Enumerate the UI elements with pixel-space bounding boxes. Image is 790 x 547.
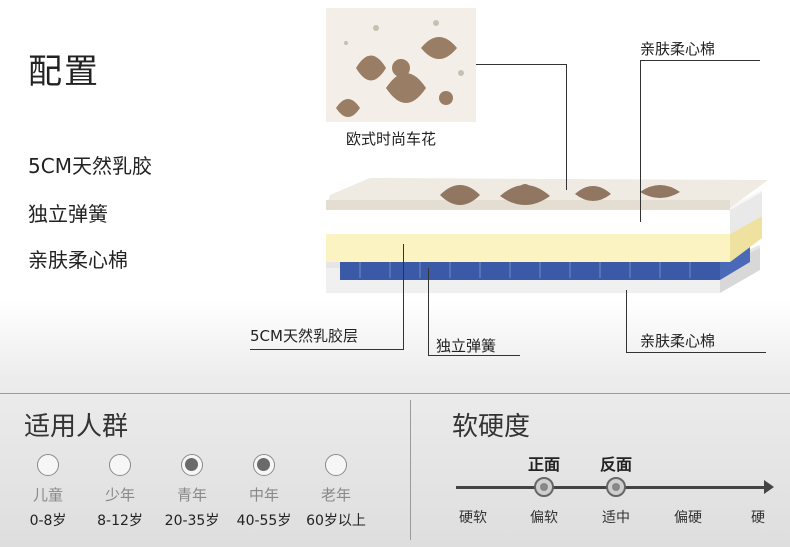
firmness-tick-label: 偏硬 <box>674 510 702 526</box>
fabric-top-layer <box>326 178 768 210</box>
fabric-swatch <box>326 8 476 122</box>
audience-range: 8-12岁 <box>97 513 143 529</box>
audience-range: 0-8岁 <box>29 513 67 529</box>
audience-name: 青年 <box>176 486 207 504</box>
firmness-heading: 软硬度 <box>452 412 531 442</box>
firmness-marker-0 <box>534 477 554 497</box>
audience-radio-0 <box>37 454 59 476</box>
audience-name: 中年 <box>248 486 279 504</box>
feature-cotton: 亲肤柔心棉 <box>28 248 128 272</box>
firmness-tick-label: 硬 <box>751 510 765 526</box>
firmness-tick-label: 适中 <box>602 510 630 526</box>
firmness-tick-label: 偏软 <box>530 510 558 526</box>
leader-springs-h <box>428 355 520 356</box>
audience-range: 20-35岁 <box>164 513 220 529</box>
audience-radio-4 <box>325 454 347 476</box>
callout-bottom-cotton: 亲肤柔心棉 <box>640 332 716 350</box>
audience-radio-3 <box>253 454 275 476</box>
audience-radio-2 <box>181 454 203 476</box>
firmness-marker-1 <box>606 477 626 497</box>
leader-top-cotton-h <box>640 60 760 61</box>
audience-radio-1 <box>109 454 131 476</box>
firmness-tick-label: 硬软 <box>459 510 487 526</box>
leader-fabric-h <box>476 64 566 65</box>
leader-latex-v <box>403 244 404 350</box>
callout-latex: 5CM天然乳胶层 <box>250 327 358 345</box>
leader-top-cotton-v <box>640 60 641 222</box>
feature-latex: 5CM天然乳胶 <box>28 154 152 178</box>
column-divider <box>410 400 411 540</box>
callout-fabric: 欧式时尚车花 <box>346 130 437 148</box>
audience-name: 老年 <box>320 486 351 504</box>
fabric-pattern-image <box>326 8 476 122</box>
audience-heading: 适用人群 <box>24 412 129 442</box>
arrow-right-icon <box>764 480 774 494</box>
leader-bottom-cotton-h <box>626 352 766 353</box>
leader-fabric-v <box>566 64 567 190</box>
section-divider <box>0 393 790 394</box>
audience-range: 40-55岁 <box>236 513 292 529</box>
leader-springs-v <box>428 268 429 356</box>
callout-top-cotton: 亲肤柔心棉 <box>640 40 716 58</box>
callout-springs: 独立弹簧 <box>436 337 497 355</box>
leader-bottom-cotton-v <box>626 290 627 352</box>
top-cotton-layer <box>326 190 762 234</box>
audience-name: 少年 <box>104 486 135 504</box>
firmness-marker-label: 反面 <box>599 455 632 474</box>
latex-layer <box>326 212 762 262</box>
page-title: 配置 <box>28 52 100 92</box>
feature-springs: 独立弹簧 <box>28 202 108 226</box>
audience-range: 60岁以上 <box>306 513 366 529</box>
audience-name: 儿童 <box>32 486 63 504</box>
leader-latex-h <box>250 349 404 350</box>
firmness-marker-label: 正面 <box>527 455 560 474</box>
